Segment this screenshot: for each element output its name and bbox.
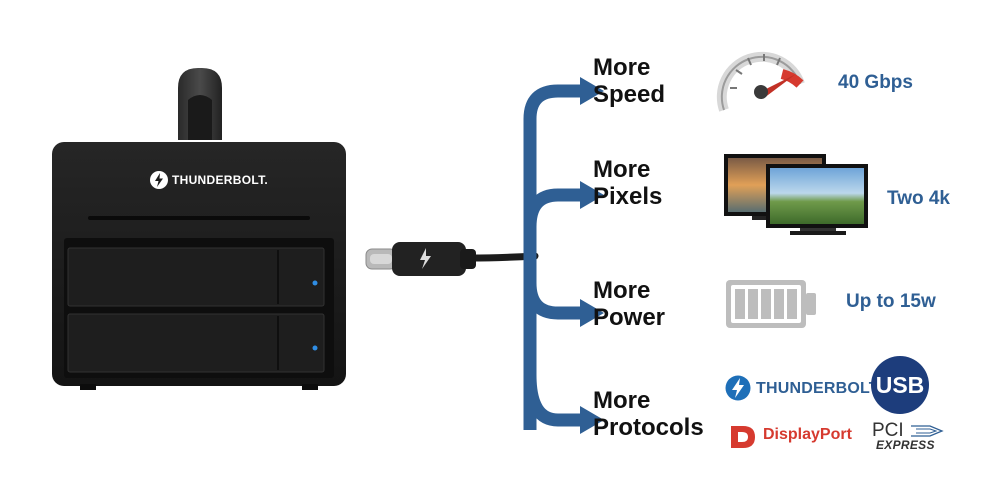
feature-label-speed: More Speed bbox=[593, 54, 666, 108]
feature-label-protocols: More Protocols bbox=[593, 387, 704, 441]
usb-logo-text: USB bbox=[875, 371, 925, 398]
device-brand-label: THUNDERBOLT. bbox=[172, 173, 269, 187]
pci-logo-text: PCI bbox=[872, 420, 904, 441]
pci-express-logo: PCI EXPRESS bbox=[872, 420, 948, 454]
thunderbolt-logo-icon bbox=[724, 374, 752, 407]
thunderbolt-cable bbox=[360, 236, 540, 287]
displayport-logo-icon bbox=[729, 424, 759, 455]
dual-bay-enclosure bbox=[50, 60, 350, 400]
thunderbolt-bolt-icon bbox=[149, 170, 169, 195]
pci-express-swoosh-icon bbox=[911, 425, 944, 437]
speedometer-icon bbox=[716, 44, 808, 121]
enclosure-graphic bbox=[52, 68, 346, 390]
displayport-logo-text: DisplayPort bbox=[763, 426, 852, 443]
monitors-icon bbox=[722, 152, 870, 243]
feature-label-pixels: More Pixels bbox=[593, 156, 663, 210]
pixels-value: Two 4k bbox=[887, 188, 950, 209]
feature-branch-arrows bbox=[500, 55, 610, 455]
thunderbolt-logo-text: THUNDERBOLT. bbox=[756, 380, 882, 397]
speed-value: 40 Gbps bbox=[838, 72, 913, 93]
feature-label-power: More Power bbox=[593, 277, 666, 331]
battery-icon bbox=[724, 278, 820, 335]
usb-logo: USB bbox=[871, 356, 929, 414]
express-logo-text: EXPRESS bbox=[876, 438, 935, 452]
power-value: Up to 15w bbox=[846, 291, 936, 312]
